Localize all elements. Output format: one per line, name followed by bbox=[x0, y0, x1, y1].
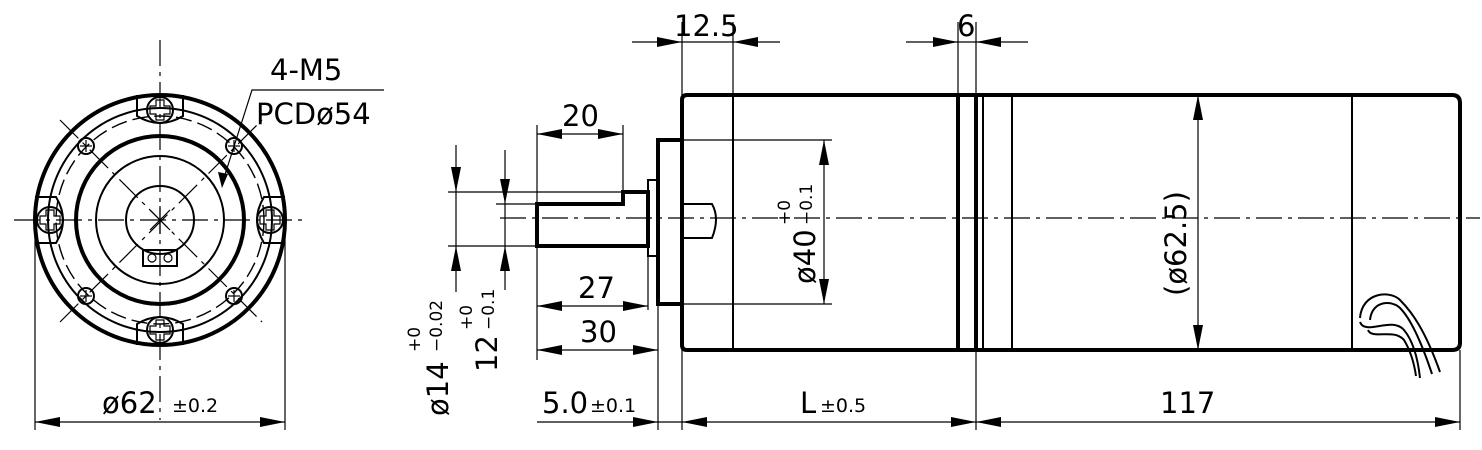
dim-L-label: L bbox=[800, 386, 816, 420]
front-view: 4-M5 PCDø54 ø62 ±0.2 bbox=[14, 40, 384, 430]
boss-outer-circle bbox=[74, 134, 246, 306]
dim-117-label: 117 bbox=[1160, 386, 1215, 420]
screw-right bbox=[256, 196, 285, 244]
pcd-circle bbox=[55, 115, 265, 325]
flange-diameter-label: ø62 bbox=[102, 386, 157, 420]
shaft-tol-lower: −0.02 bbox=[427, 300, 447, 352]
flat-tol-upper: +0 bbox=[457, 305, 477, 330]
face-slot bbox=[682, 203, 717, 239]
dim-12-5-label: 12.5 bbox=[674, 9, 739, 43]
dim-27-label: 27 bbox=[578, 271, 615, 305]
flat-tol-lower: −0.1 bbox=[479, 289, 499, 330]
gearbox-body bbox=[680, 93, 960, 352]
motor-body bbox=[974, 93, 1462, 352]
flange-inner-edge bbox=[47, 107, 273, 333]
gearbox-ring bbox=[956, 93, 978, 352]
flat-dimension-label: 12 bbox=[470, 335, 504, 372]
dim-L-tol: ±0.5 bbox=[820, 395, 866, 417]
motor-cable bbox=[1359, 293, 1441, 373]
dim-pilot-label: 5.0 bbox=[542, 386, 588, 420]
side-view: 12.5 6 20 27 30 bbox=[405, 9, 1480, 430]
shaft-circle bbox=[125, 185, 195, 255]
dim-pilot-tol: ±0.1 bbox=[590, 395, 636, 417]
shaft-diameter-label: ø14 bbox=[421, 361, 455, 416]
mount-hole bbox=[77, 137, 95, 155]
dim-30-label: 30 bbox=[580, 315, 617, 349]
mount-hole bbox=[77, 287, 95, 305]
thread-label: 4-M5 bbox=[270, 53, 342, 87]
boss-tol-upper: +0 bbox=[775, 200, 795, 225]
screw-bottom bbox=[136, 316, 184, 345]
pilot-boss bbox=[656, 138, 684, 306]
shaft-tol-upper: +0 bbox=[405, 327, 425, 352]
dim-6-label: 6 bbox=[957, 9, 975, 43]
thread-leader bbox=[221, 89, 384, 185]
boss-tol-lower: −0.1 bbox=[797, 184, 817, 225]
boss-diameter-label: ø40 bbox=[788, 229, 822, 284]
dim-20-label: 20 bbox=[562, 99, 599, 133]
output-shaft bbox=[535, 190, 650, 248]
screw-left bbox=[35, 196, 64, 244]
flange-diameter-tol: ±0.2 bbox=[172, 395, 218, 417]
mount-hole bbox=[225, 287, 243, 305]
screw-top bbox=[136, 95, 184, 124]
boss-inner-circle bbox=[95, 155, 225, 285]
body-diameter-label: (ø62.5) bbox=[1159, 191, 1193, 296]
terminal-block bbox=[142, 249, 178, 267]
pcd-label: PCDø54 bbox=[256, 97, 371, 131]
